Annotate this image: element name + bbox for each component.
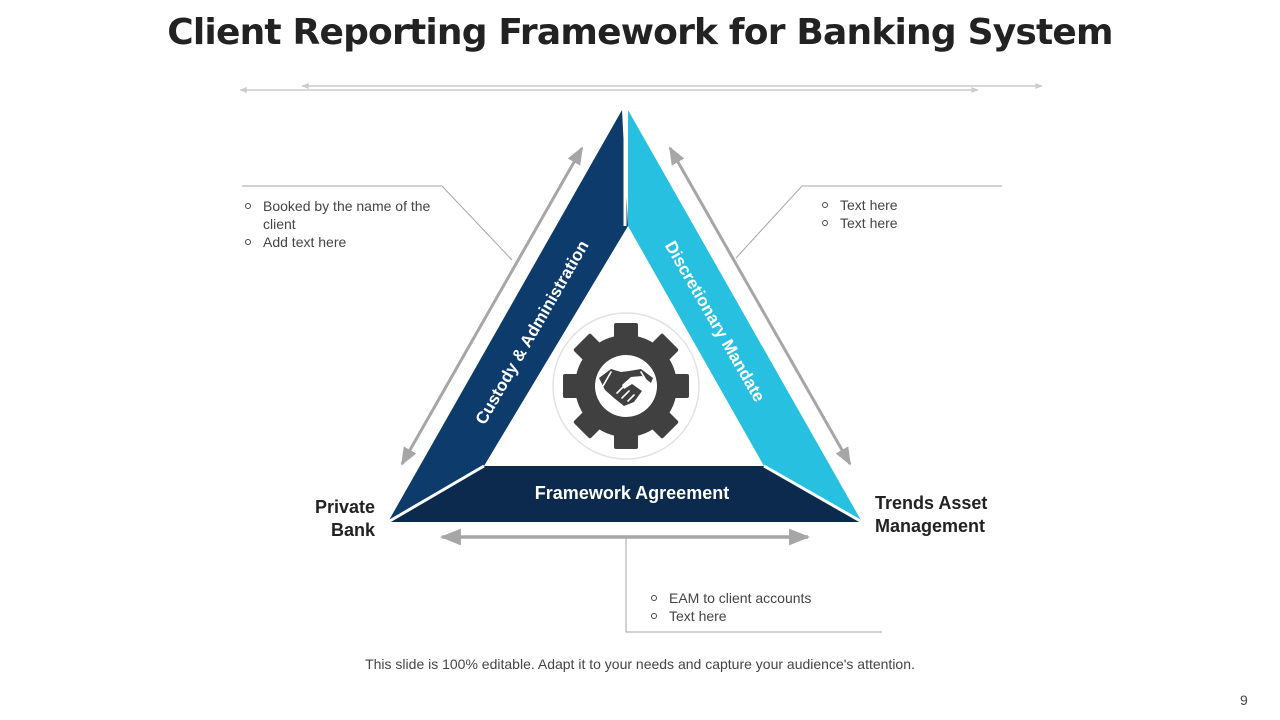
bottom-notes: EAM to client accounts Text here	[648, 589, 888, 625]
left-notes: Booked by the name of the client Add tex…	[242, 197, 442, 251]
node-line: Private	[314, 497, 375, 517]
right-notes: Text here Text here	[819, 196, 999, 232]
left-double-arrow	[400, 146, 584, 466]
bottom-side-label: Framework Agreement	[535, 483, 729, 503]
bottom-side-band	[388, 466, 862, 522]
node-line: Bank	[330, 520, 375, 540]
bottom-note-item: Text here	[648, 607, 888, 625]
left-note-item: Add text here	[242, 233, 442, 251]
bottom-note-item: EAM to client accounts	[648, 589, 888, 607]
page-number: 9	[1240, 692, 1248, 708]
private-bank-label: Private Bank	[270, 496, 375, 542]
right-note-item: Text here	[819, 196, 999, 214]
footer-text: This slide is 100% editable. Adapt it to…	[365, 656, 915, 672]
slide-title: Client Reporting Framework for Banking S…	[167, 12, 1113, 53]
bottom-callout-line	[625, 538, 882, 633]
left-callout-line	[242, 185, 513, 261]
right-side-band	[628, 110, 862, 522]
trends-asset-management-label: Trends Asset Management	[875, 492, 1035, 538]
node-line: Trends Asset	[875, 493, 988, 513]
right-callout-line	[735, 185, 1002, 259]
gear-handshake-icon	[552, 312, 700, 460]
right-note-item: Text here	[819, 214, 999, 232]
left-divider	[387, 464, 485, 524]
node-line: Management	[875, 516, 986, 536]
right-divider	[763, 464, 863, 524]
left-side-band	[388, 110, 628, 522]
left-note-item: Booked by the name of the client	[242, 197, 442, 233]
right-double-arrow	[668, 146, 852, 466]
